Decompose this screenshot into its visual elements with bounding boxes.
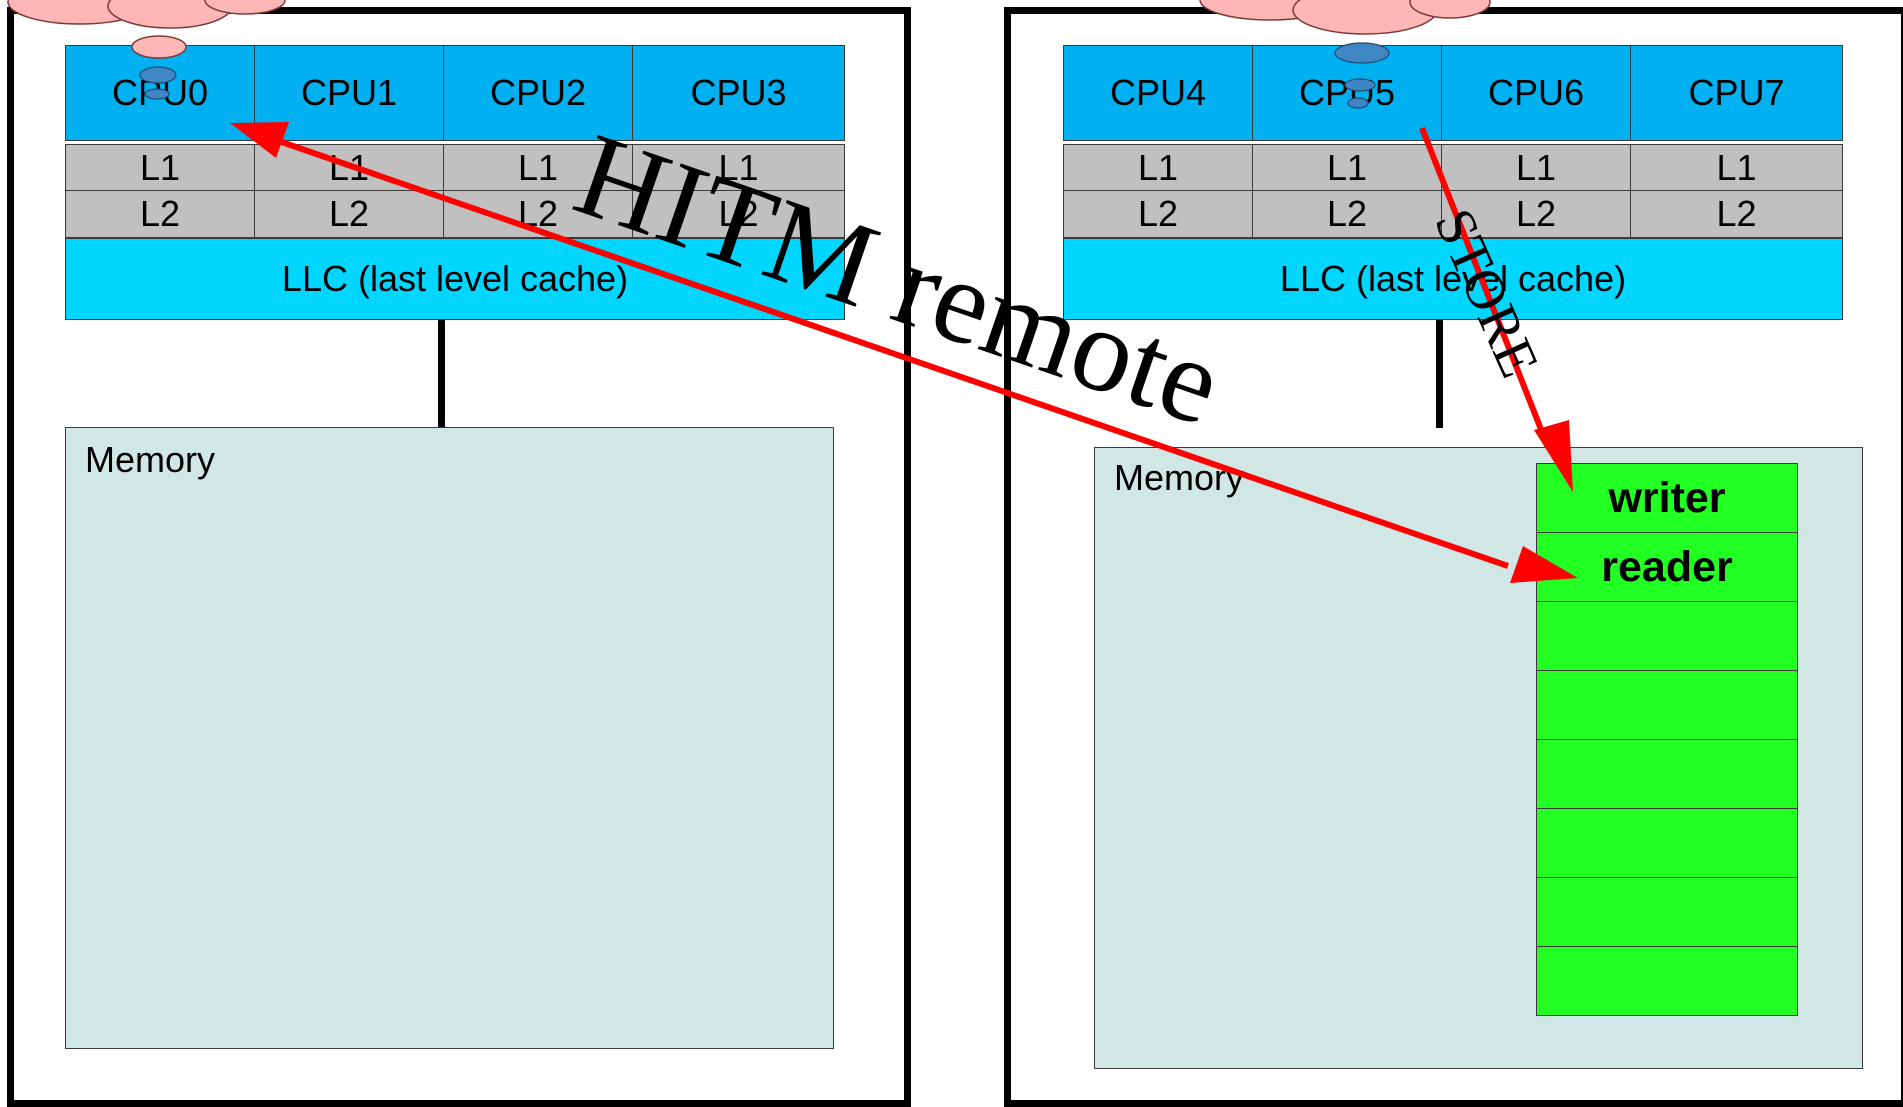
cpu7-cell: CPU7 <box>1630 45 1843 141</box>
l2-cache-cpu5: L2 <box>1252 190 1442 238</box>
memory-bus-right <box>1436 320 1443 428</box>
store-arrow <box>1419 126 1573 492</box>
hitm-arrow <box>230 122 1578 583</box>
l2-cache-cpu4: L2 <box>1063 190 1253 238</box>
llc-right: LLC (last level cache) <box>1063 238 1843 320</box>
cpu3-cell: CPU3 <box>632 45 845 141</box>
l1-cache-cpu3: L1 <box>632 144 845 191</box>
cacheline-row <box>1536 808 1798 878</box>
cacheline-writer: writer <box>1536 463 1798 533</box>
hitm-remote-label: HITM remote <box>561 107 1238 451</box>
thought-bubbles-cpu0 <box>131 35 187 100</box>
cpu2-cell: CPU2 <box>443 45 633 141</box>
store-label: STORE <box>1422 200 1550 386</box>
thought-cloud-right <box>1199 0 1491 35</box>
l2-cache-cpu3: L2 <box>632 190 845 238</box>
thought-cloud-left <box>7 0 286 29</box>
llc-left: LLC (last level cache) <box>65 238 845 320</box>
cacheline-row <box>1536 877 1798 947</box>
l1-cache-cpu5: L1 <box>1252 144 1442 191</box>
memory-label-left: Memory <box>85 439 216 480</box>
memory-bus-left <box>438 320 445 428</box>
l2-cache-cpu7: L2 <box>1630 190 1843 238</box>
cpu1-cell: CPU1 <box>254 45 444 141</box>
thought-bubbles-cpu5 <box>1334 42 1390 109</box>
l2-cache-cpu1: L2 <box>254 190 444 238</box>
cacheline-row <box>1536 946 1798 1016</box>
l2-cache-cpu0: L2 <box>65 190 255 238</box>
l1-cache-cpu0: L1 <box>65 144 255 191</box>
memory-left: Memory <box>65 427 834 1049</box>
cpu4-cell: CPU4 <box>1063 45 1253 141</box>
l1-cache-cpu2: L1 <box>443 144 633 191</box>
cpu0-cell: CPU0 <box>65 45 255 141</box>
cpu6-cell: CPU6 <box>1441 45 1631 141</box>
l1-cache-cpu6: L1 <box>1441 144 1631 191</box>
cacheline-reader: reader <box>1536 532 1798 602</box>
cacheline-row <box>1536 670 1798 740</box>
cpu5-cell: CPU5 <box>1252 45 1442 141</box>
memory-label-right: Memory <box>1114 457 1245 498</box>
l2-cache-cpu6: L2 <box>1441 190 1631 238</box>
